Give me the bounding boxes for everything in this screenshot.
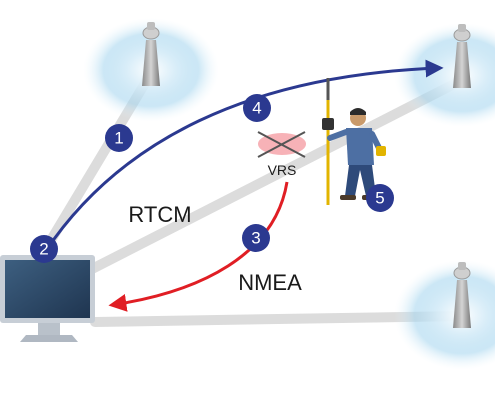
svg-text:5: 5 xyxy=(375,189,384,208)
antenna-icon xyxy=(453,24,471,88)
nmea-arrow xyxy=(108,181,289,312)
reference-station-2 xyxy=(394,23,495,127)
surveyor-icon xyxy=(322,78,386,205)
step-badge-4: 4 xyxy=(243,94,271,122)
reference-station-3 xyxy=(394,260,495,370)
signal-ring xyxy=(394,260,495,370)
svg-text:4: 4 xyxy=(252,99,261,118)
baseline-to-station-2 xyxy=(85,75,467,275)
svg-text:2: 2 xyxy=(39,240,48,259)
step-badge-5: 5 xyxy=(366,184,394,212)
rtcm-label: RTCM xyxy=(128,202,191,227)
nmea-label: NMEA xyxy=(238,270,302,295)
step-badge-2: 2 xyxy=(30,235,58,263)
reference-station-1 xyxy=(83,18,219,122)
vrs-label: VRS xyxy=(268,162,297,178)
step-badge-1: 1 xyxy=(105,124,133,152)
rtcm-arrow xyxy=(43,59,444,253)
vrs-cross-icon xyxy=(257,131,306,158)
step-badge-3: 3 xyxy=(242,224,270,252)
antenna-icon xyxy=(453,262,471,328)
svg-text:1: 1 xyxy=(114,129,123,148)
svg-text:3: 3 xyxy=(251,229,260,248)
antenna-icon xyxy=(142,22,160,86)
signal-ring xyxy=(394,23,495,127)
computer-monitor-icon xyxy=(0,255,95,342)
